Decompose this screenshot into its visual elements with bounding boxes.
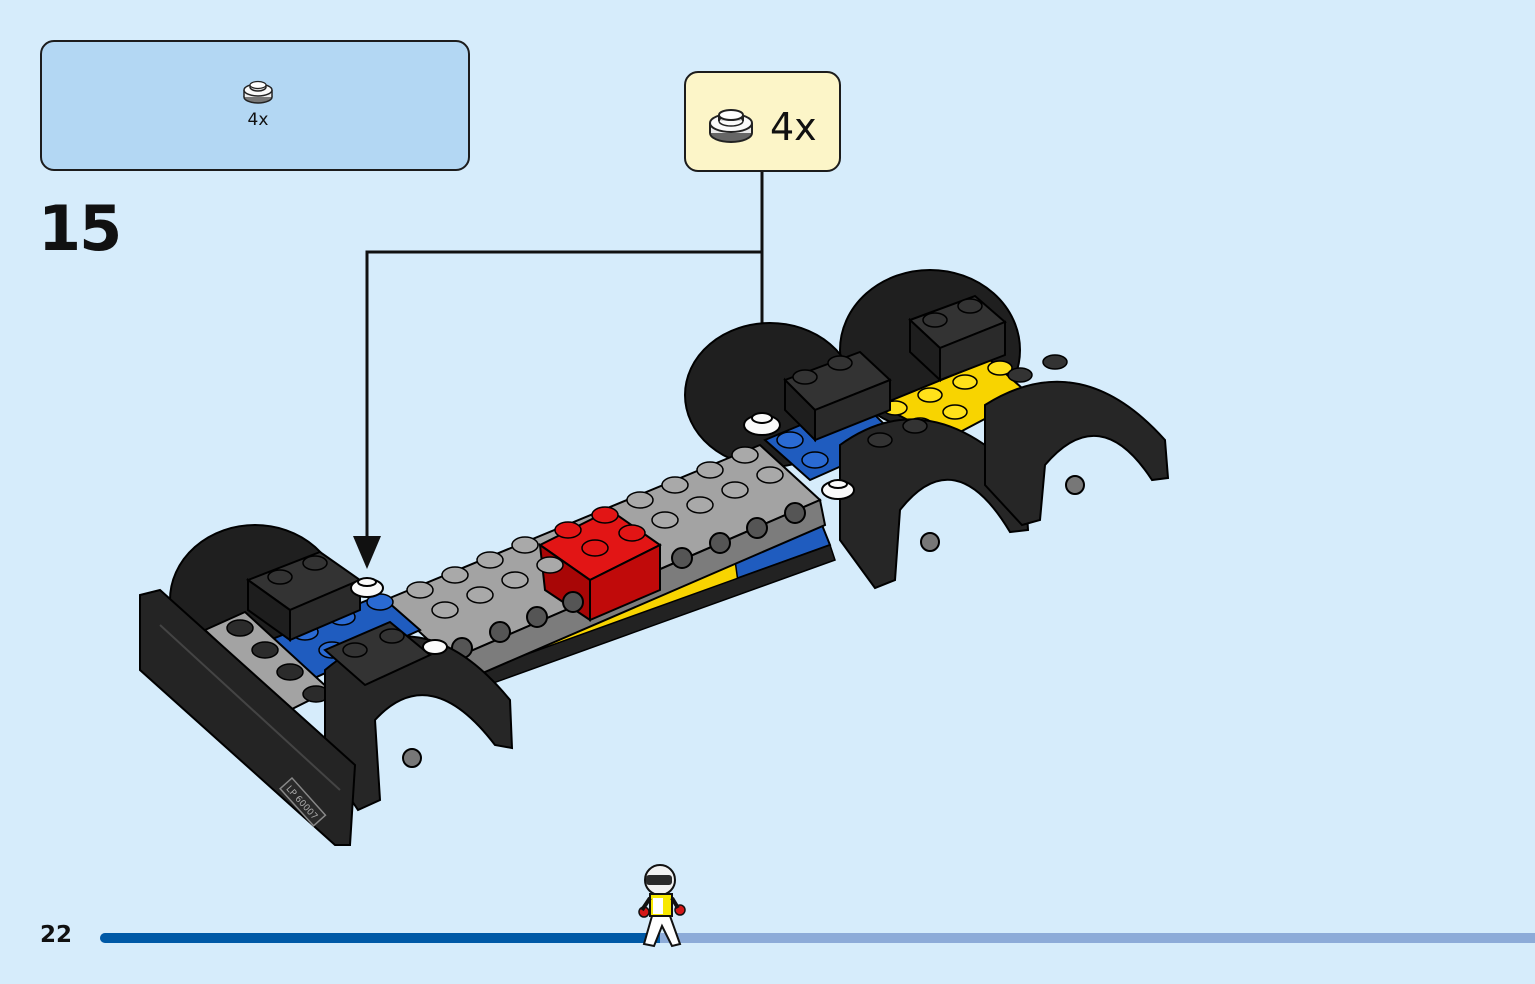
round-plate-1x1-white-icon bbox=[243, 80, 273, 104]
parts-list-item: 4x bbox=[238, 78, 278, 129]
round-plate-1x1-white-icon bbox=[709, 109, 753, 143]
build-progress-fill bbox=[100, 933, 660, 943]
subassembly-callout: 4x bbox=[684, 71, 841, 172]
rear-black-bricks bbox=[783, 294, 1068, 443]
build-progress-bar bbox=[100, 933, 1535, 943]
minifigure-racer-icon bbox=[637, 864, 686, 948]
rear-fenders bbox=[839, 380, 1170, 590]
front-black-brick bbox=[245, 550, 363, 642]
technic-holes bbox=[451, 502, 806, 659]
callout-quantity: 4x bbox=[770, 105, 817, 149]
placed-round-plates bbox=[350, 412, 855, 655]
parts-list-box: 4x bbox=[40, 40, 470, 171]
page-number: 22 bbox=[40, 922, 73, 948]
parts-list-quantity: 4x bbox=[247, 110, 269, 130]
callout-part bbox=[706, 103, 756, 151]
step-number: 15 bbox=[38, 192, 122, 265]
gray-studs bbox=[406, 446, 784, 619]
axle-pins bbox=[402, 475, 1085, 768]
front-fender bbox=[323, 620, 514, 812]
